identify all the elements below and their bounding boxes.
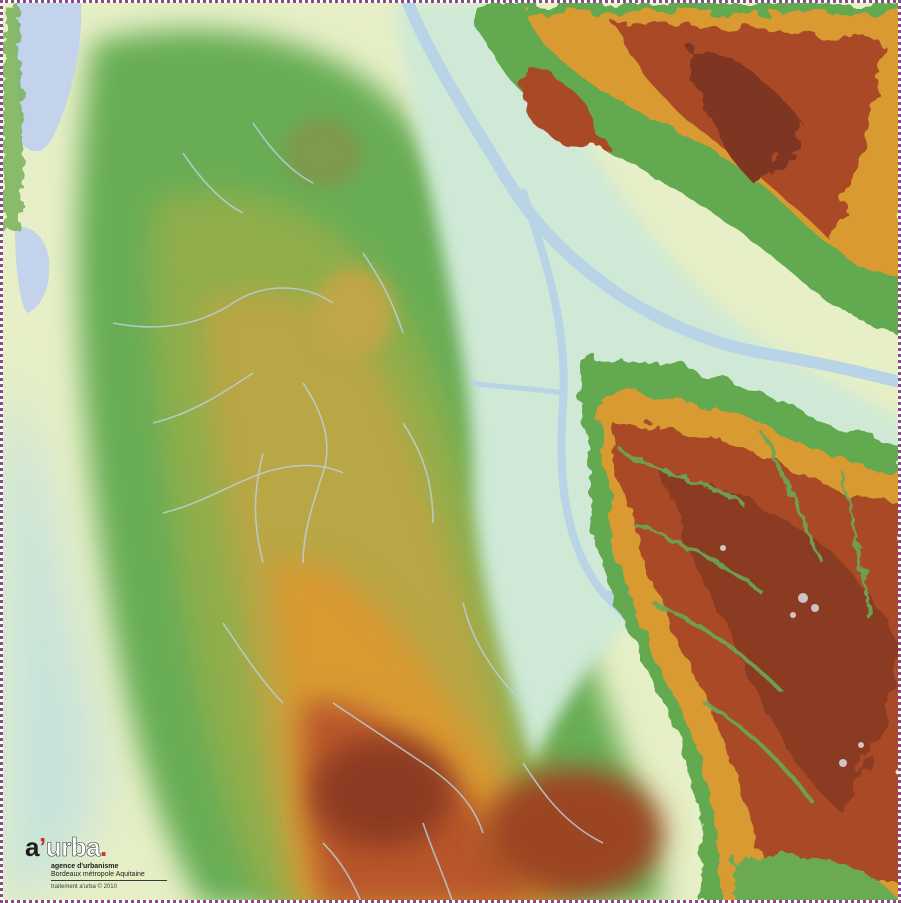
- logo-agency-line: agence d'urbanisme: [51, 863, 119, 870]
- streams: [112, 122, 604, 900]
- logo-region-line: Bordeaux métropole Aquitaine: [51, 871, 145, 878]
- southeast-hills: [581, 360, 898, 900]
- elevation-map: [3, 3, 898, 900]
- northeast-hills: [473, 3, 898, 332]
- logo-credit: traitement a'urba © 2010: [51, 884, 117, 890]
- highland-peaks: [720, 545, 864, 767]
- aurba-logo: a’urba. agence d'urbanisme Bordeaux métr…: [25, 833, 185, 895]
- lakes: [15, 3, 82, 313]
- aurba-logo-icon: a’urba.: [25, 832, 107, 862]
- logo-divider: [51, 880, 167, 881]
- southeast-hills-texture: [622, 432, 875, 805]
